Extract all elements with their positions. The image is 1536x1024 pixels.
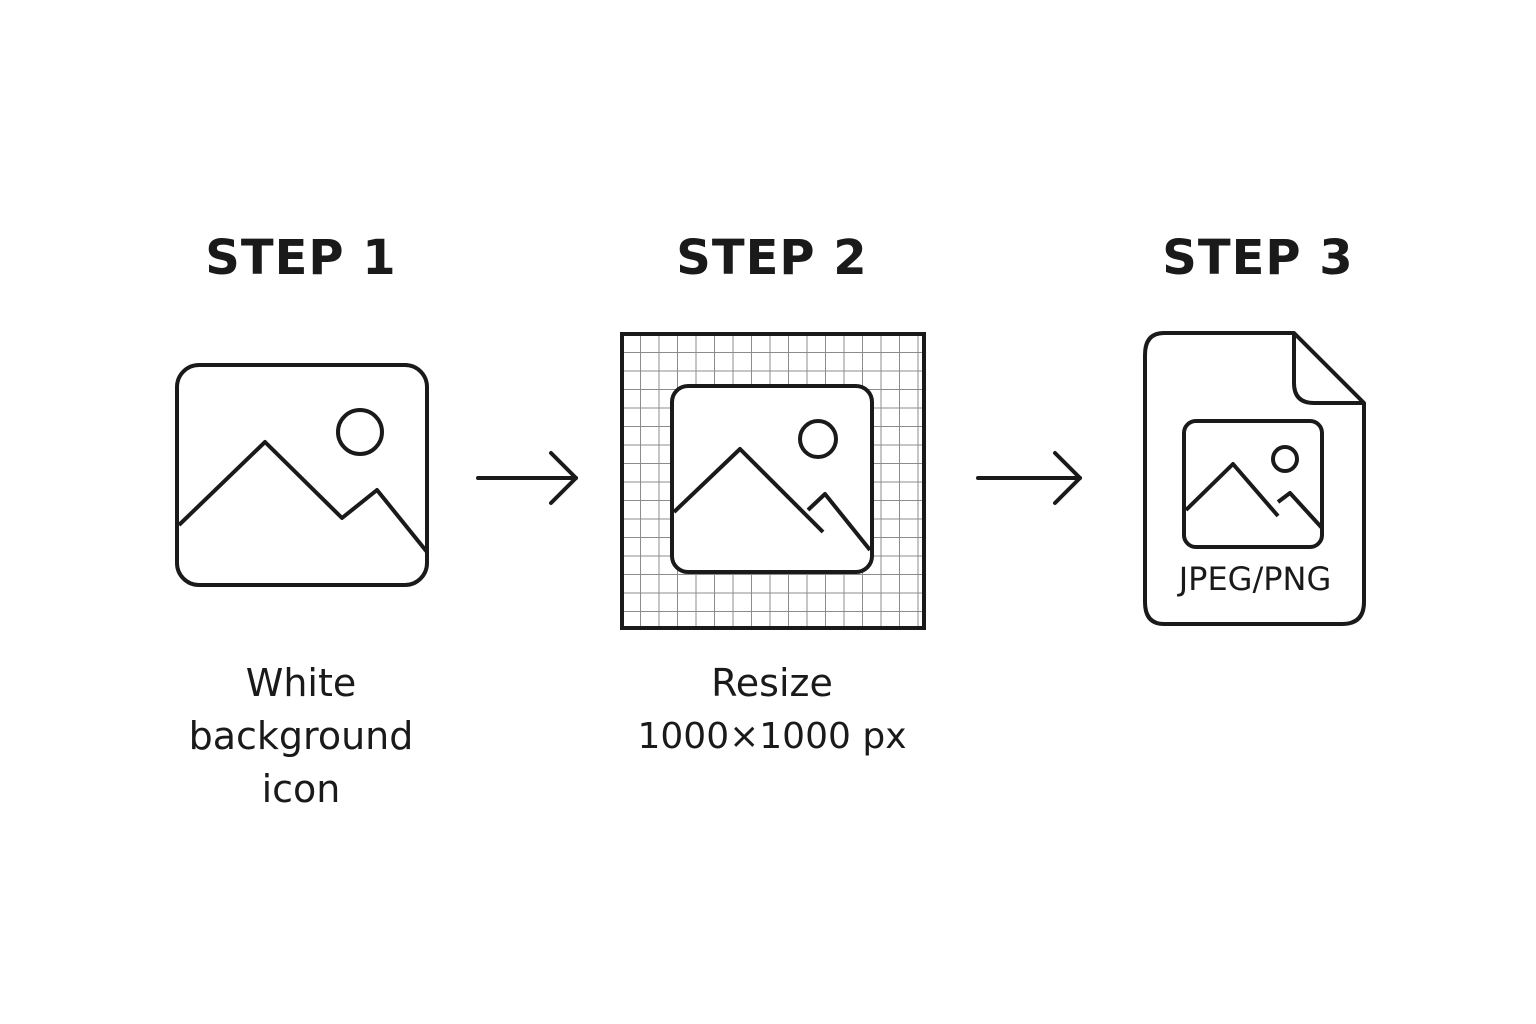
step-1-desc-line-1: White (245, 661, 357, 705)
image-file-icon (1143, 331, 1366, 626)
step-2-desc-line-2: 1000×1000 px (637, 716, 907, 757)
step-2-desc-line-1: Resize (711, 661, 833, 705)
step-1-title: STEP 1 (205, 230, 397, 286)
step-1-description: White background icon (150, 657, 452, 816)
grid-image-icon (620, 332, 926, 630)
step-2-title: STEP 2 (676, 230, 868, 286)
step-3-title: STEP 3 (1162, 230, 1354, 286)
step-2-description: Resize 1000×1000 px (610, 657, 934, 763)
arrow-right-icon (476, 451, 578, 505)
file-format-label: JPEG/PNG (1178, 560, 1332, 598)
step-1-desc-line-2: background (188, 714, 414, 758)
step-1-desc-line-3: icon (261, 767, 341, 811)
image-icon (175, 363, 429, 587)
arrow-right-icon (976, 451, 1082, 505)
